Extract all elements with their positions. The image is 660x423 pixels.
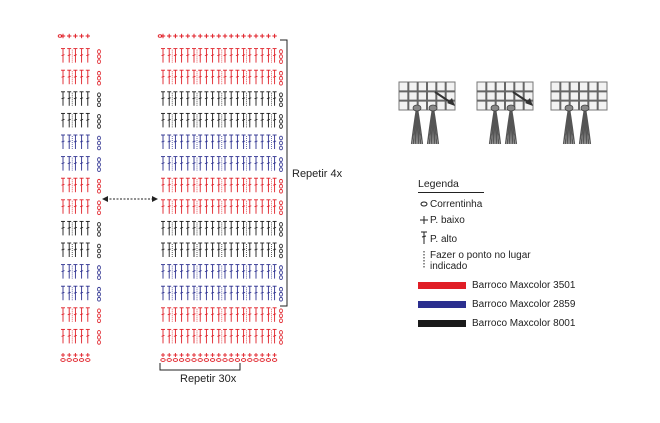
chart-row bbox=[61, 134, 101, 151]
fringe-illustrations bbox=[398, 81, 608, 145]
repeat-horizontal-label: Repetir 30x bbox=[180, 373, 237, 385]
chart-main-column bbox=[157, 33, 283, 362]
legend-color-blue: Barroco Maxcolor 2859 bbox=[418, 299, 638, 310]
repeat-vertical-bracket bbox=[280, 39, 288, 307]
chart-row bbox=[61, 48, 101, 64]
chart-left-column bbox=[57, 33, 101, 362]
color-swatch bbox=[418, 320, 466, 327]
chart-row bbox=[161, 328, 283, 345]
chart-row bbox=[61, 69, 101, 86]
chart-row bbox=[161, 177, 283, 194]
chart-row bbox=[61, 285, 101, 302]
chart-row bbox=[161, 48, 283, 64]
plus-icon bbox=[418, 215, 430, 225]
legend: Legenda Correntinha P. baixo P. alto Faz… bbox=[418, 178, 638, 335]
chart-row bbox=[61, 199, 101, 216]
fringe-step-1-illustration bbox=[398, 81, 456, 145]
repeat-vertical-label: Repetir 4x bbox=[292, 168, 343, 180]
legend-item-label: Fazer o ponto no lugar indicado bbox=[430, 250, 531, 272]
chart-row bbox=[61, 220, 101, 237]
chart-row bbox=[161, 285, 283, 302]
chart-row bbox=[161, 307, 283, 324]
chart-row bbox=[61, 264, 101, 280]
chart-row bbox=[161, 112, 283, 129]
repeat-horizontal-bracket bbox=[159, 363, 241, 371]
legend-item-double-crochet: P. alto bbox=[418, 231, 638, 245]
chart-row bbox=[61, 156, 101, 172]
chart-row bbox=[61, 177, 101, 194]
chart-row bbox=[161, 91, 283, 108]
fringe-step-3-illustration bbox=[550, 81, 608, 145]
legend-color-black: Barroco Maxcolor 8001 bbox=[418, 318, 638, 329]
chart-row bbox=[161, 199, 283, 216]
t-stitch-icon bbox=[418, 231, 430, 245]
chart-row bbox=[61, 242, 101, 259]
chart-row bbox=[161, 220, 283, 237]
chart-row bbox=[61, 328, 101, 345]
legend-item-single-crochet: P. baixo bbox=[418, 215, 638, 226]
chart-row bbox=[57, 33, 90, 39]
chart-row bbox=[161, 134, 283, 151]
color-swatch bbox=[418, 282, 466, 289]
chart-row bbox=[61, 112, 101, 129]
legend-color-label: Barroco Maxcolor 3501 bbox=[472, 280, 576, 291]
legend-title: Legenda bbox=[418, 178, 484, 193]
legend-item-placement: Fazer o ponto no lugar indicado bbox=[418, 250, 638, 272]
fringe-step-2-illustration bbox=[476, 81, 534, 145]
legend-color-label: Barroco Maxcolor 2859 bbox=[472, 299, 576, 310]
chart-row bbox=[161, 242, 283, 259]
legend-color-red: Barroco Maxcolor 3501 bbox=[418, 280, 638, 291]
legend-item-label: Correntinha bbox=[430, 199, 483, 210]
legend-item-chain: Correntinha bbox=[418, 199, 638, 210]
chart-row bbox=[61, 91, 101, 108]
chart-row bbox=[161, 69, 283, 86]
legend-item-label: P. baixo bbox=[430, 215, 465, 226]
double-arrow-icon bbox=[102, 196, 158, 202]
legend-color-label: Barroco Maxcolor 8001 bbox=[472, 318, 576, 329]
chain-icon bbox=[418, 199, 430, 209]
chart-row bbox=[61, 307, 101, 324]
legend-item-label: P. alto bbox=[430, 234, 458, 245]
chart-row bbox=[161, 264, 283, 280]
color-swatch bbox=[418, 301, 466, 308]
chart-row bbox=[60, 353, 91, 362]
chart-row bbox=[157, 33, 277, 39]
chart-row bbox=[160, 353, 278, 362]
dotted-line-icon bbox=[418, 250, 430, 270]
chart-row bbox=[161, 156, 283, 172]
